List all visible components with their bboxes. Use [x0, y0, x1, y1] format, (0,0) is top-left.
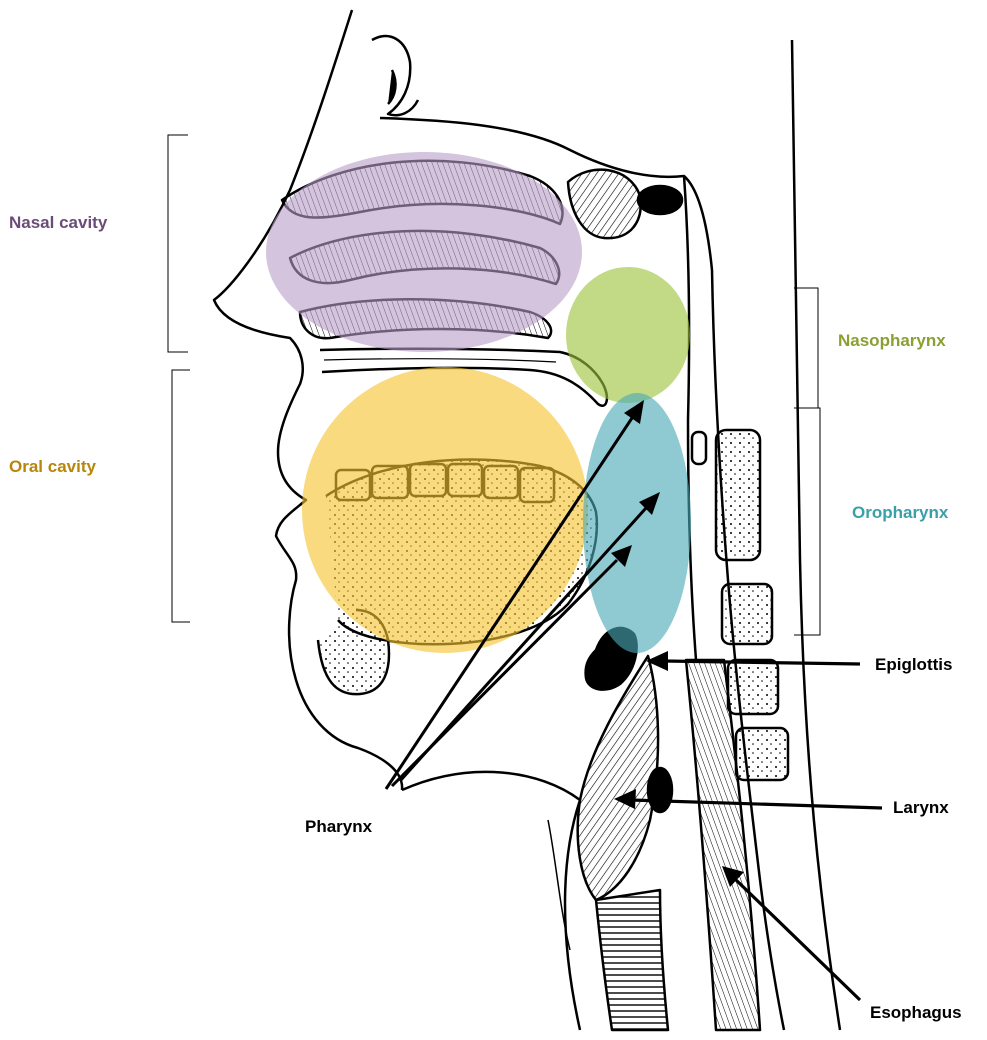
nasal-cavity-bracket: [168, 135, 188, 352]
esophagus-label: Esophagus: [870, 1004, 962, 1021]
sphenoid-sinus: [568, 170, 641, 239]
oropharynx-highlight: [583, 393, 691, 653]
spine-back-outline: [792, 40, 840, 1030]
larynx-label: Larynx: [893, 799, 949, 816]
epiglottis-label: Epiglottis: [875, 656, 952, 673]
pharyngeal-wall: [684, 176, 696, 660]
nasopharynx-highlight: [566, 267, 690, 403]
nasopharynx-label: Nasopharynx: [838, 332, 946, 349]
nasal-cavity-label: Nasal cavity: [9, 214, 107, 231]
pharynx-label: Pharynx: [305, 818, 372, 835]
oral-cavity-highlight: [302, 367, 588, 653]
oropharynx-label: Oropharynx: [852, 504, 948, 521]
trachea: [596, 890, 668, 1030]
larynx-shape: [578, 656, 658, 900]
neck-front-outline: [402, 772, 580, 1030]
oral-cavity-label: Oral cavity: [9, 458, 96, 475]
oral-cavity-bracket: [172, 370, 190, 622]
nasal-cavity-highlight: [266, 152, 582, 352]
esophagus-tube: [686, 660, 760, 1030]
